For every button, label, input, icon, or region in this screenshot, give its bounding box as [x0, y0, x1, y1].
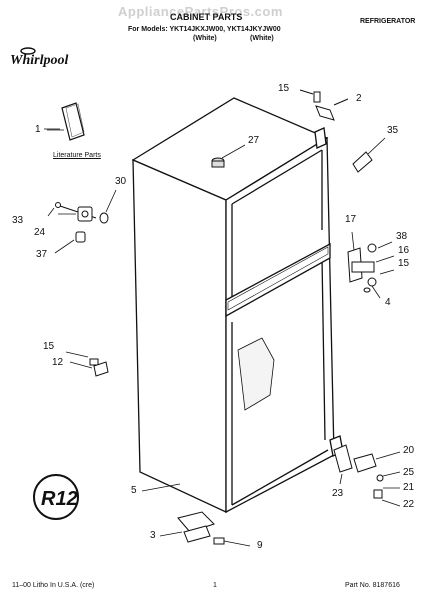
r12-badge-text: R12	[41, 488, 78, 510]
part-number-2: 2	[356, 93, 362, 104]
footer-part-number: Part No. 8187616	[345, 582, 400, 589]
r12-badge: R12	[33, 474, 79, 520]
part-number-15-right: 15	[398, 258, 410, 269]
leveling-hardware-left	[47, 189, 117, 254]
part-number-9: 9	[257, 540, 263, 551]
part-number-3: 3	[150, 530, 156, 541]
part-number-15-top: 15	[278, 83, 290, 94]
door-stop-part-12	[65, 351, 109, 377]
footer-litho: 11–00 Litho In U.S.A. (cre)	[12, 582, 95, 589]
part-number-17: 17	[345, 214, 357, 225]
models-line: For Models: YKT14JKXJW00, YKT14JKYJW00	[128, 26, 281, 33]
part-number-33: 33	[12, 215, 24, 226]
part-number-38: 38	[396, 231, 408, 242]
part-number-12: 12	[52, 357, 64, 368]
part-number-35: 35	[387, 125, 399, 136]
top-hinge-part-2	[299, 89, 349, 121]
part-number-16: 16	[398, 245, 410, 256]
refrigerator-cabinet	[131, 97, 344, 514]
part-number-24: 24	[34, 227, 46, 238]
svg-text:Whirlpool: Whirlpool	[10, 53, 68, 68]
part-number-20: 20	[403, 445, 415, 456]
part-number-21: 21	[403, 482, 415, 493]
part-number-25: 25	[403, 467, 415, 478]
part-number-23: 23	[332, 488, 344, 499]
center-hinge-assembly	[347, 231, 395, 299]
part-number-15-left: 15	[43, 341, 55, 352]
part-number-22: 22	[403, 499, 415, 510]
part-number-30: 30	[115, 176, 127, 187]
hinge-cover-part-35	[352, 137, 386, 173]
whirlpool-logo: Whirlpool	[10, 47, 68, 68]
color-left: (White)	[193, 35, 217, 42]
literature-parts-label: Literature Parts	[53, 152, 101, 159]
plug-part-27	[211, 144, 246, 168]
watermark: AppliancePartsPros.com	[118, 4, 283, 19]
category-label: REFRIGERATOR	[360, 18, 416, 25]
bottom-hinge-assembly	[333, 444, 401, 507]
color-right: (White)	[250, 35, 274, 42]
footer-page-number: 1	[213, 582, 217, 589]
part-number-1: 1	[35, 124, 41, 135]
page-title: CABINET PARTS	[170, 12, 243, 22]
literature-booklet-icon	[47, 102, 85, 141]
leveler-part-3	[159, 511, 251, 547]
part-number-4: 4	[385, 297, 391, 308]
part-number-5: 5	[131, 485, 137, 496]
part-number-37: 37	[36, 249, 48, 260]
part-number-27: 27	[248, 135, 260, 146]
